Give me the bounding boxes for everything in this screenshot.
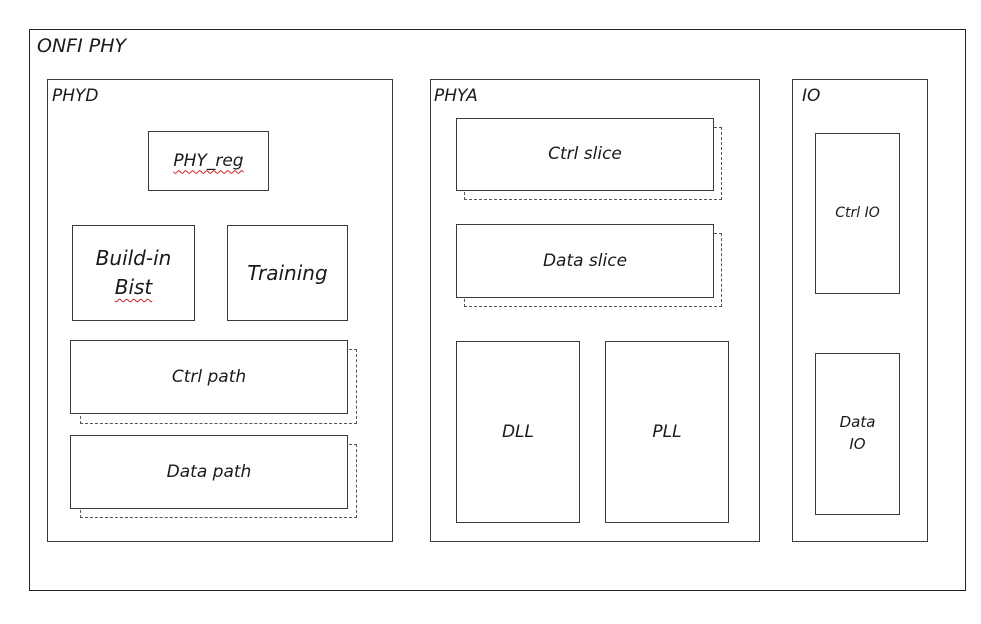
onfi-phy-title: ONFI PHY (37, 35, 127, 57)
data-io-label-line2: IO (849, 435, 866, 453)
io-title: IO (802, 86, 821, 106)
ctrl-path-label: Ctrl path (171, 366, 247, 387)
data-path-label: Data path (166, 461, 252, 482)
data-io-label-line1: Data (839, 413, 876, 432)
phy-reg-block: PHY_reg (148, 131, 269, 191)
build-in-bist-block: Build-in Bist (72, 225, 195, 321)
phya-title: PHYA (434, 86, 478, 106)
ctrl-path-block: Ctrl path (70, 340, 348, 414)
data-io-block: Data IO (815, 353, 900, 515)
data-slice-block: Data slice (456, 224, 714, 298)
phyd-title: PHYD (52, 86, 99, 106)
ctrl-io-block: Ctrl IO (815, 133, 900, 294)
data-path-block: Data path (70, 435, 348, 509)
training-label: Training (247, 260, 328, 285)
bist-label: Bist (114, 275, 153, 299)
data-slice-label: Data slice (542, 250, 628, 271)
pll-label: PLL (652, 421, 682, 442)
ctrl-slice-label: Ctrl slice (548, 144, 622, 165)
dll-block: DLL (456, 341, 580, 523)
ctrl-slice-block: Ctrl slice (456, 118, 714, 191)
dll-label: DLL (501, 421, 535, 442)
build-in-label: Build-in (95, 246, 172, 270)
phy-reg-label: PHY_reg (173, 150, 244, 171)
training-block: Training (227, 225, 348, 321)
pll-block: PLL (605, 341, 729, 523)
ctrl-io-label: Ctrl IO (835, 205, 880, 222)
